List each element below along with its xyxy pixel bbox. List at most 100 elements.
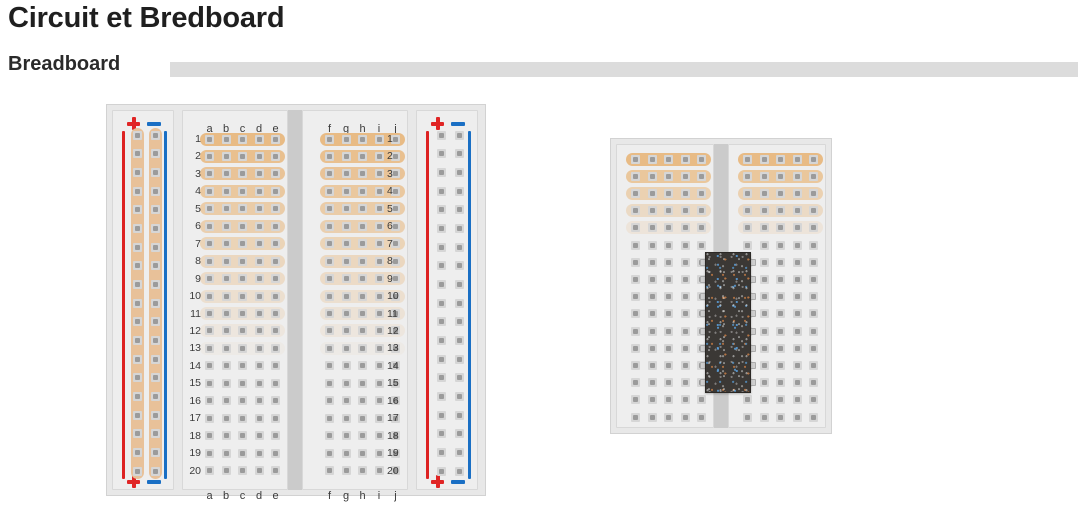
breadboard-hole[interactable] [358,204,367,214]
breadboard-hole[interactable] [358,309,367,318]
breadboard-hole[interactable] [647,257,657,267]
breadboard-hole[interactable] [680,378,690,388]
power-rail-hole[interactable] [455,279,464,289]
breadboard-hole[interactable] [759,206,769,216]
power-rail-hole[interactable] [133,391,142,401]
breadboard-hole[interactable] [776,171,785,181]
breadboard-hole[interactable] [271,326,280,336]
breadboard-hole[interactable] [743,154,752,164]
breadboard-hole[interactable] [271,448,280,458]
power-rail-hole[interactable] [437,447,446,457]
breadboard-hole[interactable] [374,431,384,441]
breadboard-hole[interactable] [759,274,769,284]
breadboard-hole[interactable] [776,274,785,284]
breadboard-hole[interactable] [680,412,690,422]
breadboard-hole[interactable] [631,292,640,302]
breadboard-hole[interactable] [374,291,384,301]
power-rail-hole[interactable] [133,298,142,308]
power-rail-hole[interactable] [437,335,446,345]
breadboard-hole[interactable] [809,395,818,405]
breadboard-hole[interactable] [341,186,351,196]
breadboard-hole[interactable] [391,151,400,161]
breadboard-hole[interactable] [254,343,264,353]
power-rail-hole[interactable] [151,429,160,439]
breadboard-hole[interactable] [743,223,752,233]
breadboard-hole[interactable] [254,169,264,179]
breadboard-hole[interactable] [205,291,214,301]
breadboard-hole[interactable] [759,412,769,422]
power-rail-hole[interactable] [437,167,446,177]
breadboard-hole[interactable] [697,395,706,405]
breadboard-hole[interactable] [374,448,384,458]
power-rail-hole[interactable] [455,391,464,401]
breadboard-hole[interactable] [697,154,706,164]
breadboard-hole[interactable] [374,256,384,266]
breadboard-hole[interactable] [391,326,400,336]
breadboard-hole[interactable] [341,151,351,161]
breadboard-hole[interactable] [325,256,334,266]
breadboard-hole[interactable] [325,448,334,458]
power-rail-hole[interactable] [151,410,160,420]
power-rail-hole[interactable] [133,223,142,233]
breadboard-hole[interactable] [776,188,785,198]
breadboard-hole[interactable] [374,239,384,249]
breadboard-hole[interactable] [358,274,367,284]
power-rail-hole[interactable] [455,429,464,439]
breadboard-hole[interactable] [221,361,231,371]
power-rail-hole[interactable] [151,373,160,383]
breadboard-hole[interactable] [271,221,280,231]
breadboard-hole[interactable] [221,326,231,336]
breadboard-hole[interactable] [238,256,247,266]
breadboard-hole[interactable] [205,413,214,423]
breadboard-hole[interactable] [374,466,384,476]
power-rail-hole[interactable] [455,335,464,345]
breadboard-hole[interactable] [647,412,657,422]
power-rail-hole[interactable] [151,466,160,476]
breadboard-hole[interactable] [325,291,334,301]
breadboard-hole[interactable] [647,223,657,233]
breadboard-hole[interactable] [680,188,690,198]
breadboard-hole[interactable] [809,378,818,388]
breadboard-hole[interactable] [341,448,351,458]
breadboard-hole[interactable] [325,204,334,214]
breadboard-hole[interactable] [664,274,673,284]
breadboard-hole[interactable] [238,431,247,441]
breadboard-hole[interactable] [221,431,231,441]
breadboard-hole[interactable] [325,431,334,441]
power-rail-hole[interactable] [133,279,142,289]
breadboard-hole[interactable] [205,309,214,318]
breadboard-hole[interactable] [776,292,785,302]
breadboard-hole[interactable] [680,223,690,233]
breadboard-hole[interactable] [358,239,367,249]
breadboard-hole[interactable] [358,221,367,231]
power-rail-hole[interactable] [437,317,446,327]
breadboard-hole[interactable] [809,274,818,284]
breadboard-hole[interactable] [809,206,818,216]
breadboard-hole[interactable] [664,309,673,319]
breadboard-hole[interactable] [325,186,334,196]
breadboard-hole[interactable] [374,326,384,336]
breadboard-hole[interactable] [391,431,400,441]
breadboard-hole[interactable] [776,257,785,267]
breadboard-hole[interactable] [647,274,657,284]
breadboard-hole[interactable] [664,326,673,336]
breadboard-hole[interactable] [809,326,818,336]
breadboard-hole[interactable] [254,431,264,441]
breadboard-hole[interactable] [792,360,802,370]
power-rail-hole[interactable] [151,223,160,233]
breadboard-hole[interactable] [776,309,785,319]
power-rail-hole[interactable] [151,391,160,401]
breadboard-hole[interactable] [809,257,818,267]
breadboard-hole[interactable] [221,396,231,406]
breadboard-hole[interactable] [759,378,769,388]
breadboard-hole[interactable] [792,395,802,405]
power-rail-hole[interactable] [437,354,446,364]
breadboard-hole[interactable] [238,204,247,214]
breadboard-hole[interactable] [341,361,351,371]
breadboard-hole[interactable] [271,431,280,441]
breadboard-hole[interactable] [358,291,367,301]
breadboard-hole[interactable] [809,240,818,250]
breadboard-hole[interactable] [680,395,690,405]
breadboard-hole[interactable] [664,292,673,302]
breadboard-hole[interactable] [697,206,706,216]
